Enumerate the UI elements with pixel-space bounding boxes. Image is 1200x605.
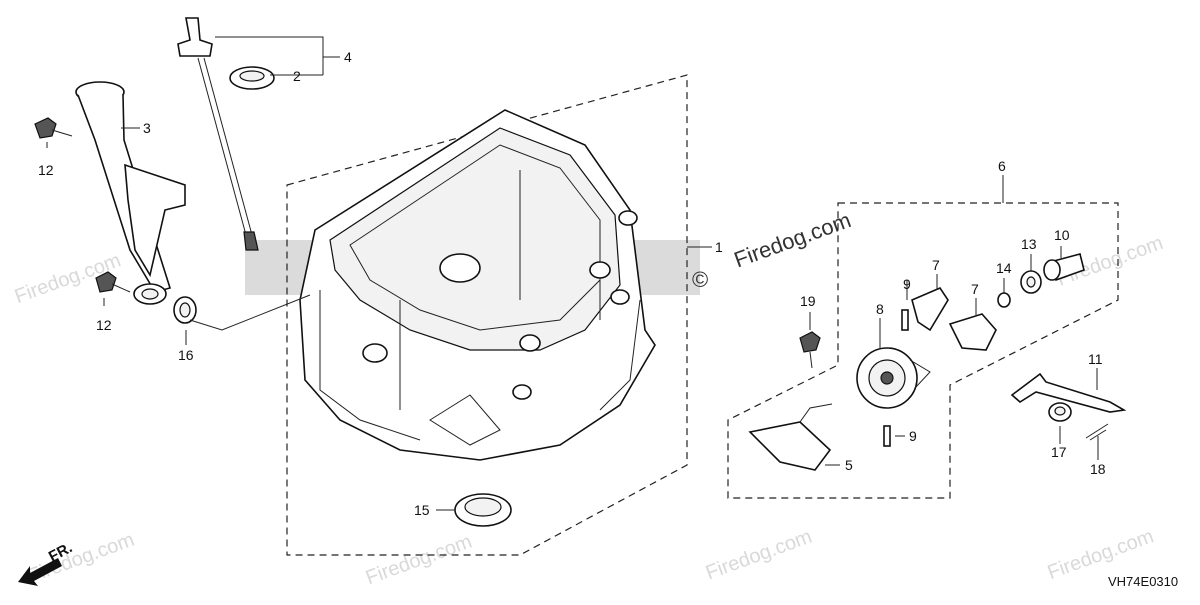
callout-19: 19: [800, 293, 816, 309]
watermark-text: Firedog.com: [703, 526, 815, 585]
callout-5: 5: [845, 457, 853, 473]
callout-15: 15: [414, 502, 430, 518]
callout-4: 4: [344, 49, 352, 65]
callout-12b: 12: [96, 317, 112, 333]
callout-2: 2: [293, 68, 301, 84]
callout-labels: 1 2 3 4 5 6 7 7 8 9 9 10 11 12 12 13 14 …: [38, 49, 1106, 518]
governor-weight-1: [911, 287, 949, 332]
callout-6: 6: [998, 158, 1006, 174]
watermark-text-dark: Firedog.com: [731, 207, 854, 272]
callout-13: 13: [1021, 236, 1037, 252]
governor-arm-11: [1010, 372, 1127, 413]
dipstick-o-ring: [229, 66, 275, 90]
leader-lines: [46, 36, 1099, 511]
washer-14: [997, 292, 1011, 308]
callout-3: 3: [143, 120, 151, 136]
governor-slider-10: [1043, 253, 1085, 282]
governor-holder: [748, 403, 833, 471]
governor-pin-2: [883, 425, 891, 447]
oil-filler-pipe: [75, 81, 186, 305]
washer-17: [1048, 402, 1072, 422]
flange-bolt-top: [34, 117, 73, 139]
callout-17: 17: [1051, 444, 1067, 460]
crankcase-cover: [299, 109, 656, 461]
callout-9b: 9: [909, 428, 917, 444]
callout-7a: 7: [932, 257, 940, 273]
case-group-border: [286, 74, 688, 556]
governor-pin-1: [901, 309, 909, 331]
pin-18: [1085, 423, 1109, 441]
callout-1: 1: [715, 239, 723, 255]
drawing-code: VH74E0310: [1108, 574, 1178, 589]
watermark-symbol: ©: [692, 267, 708, 292]
callout-12a: 12: [38, 162, 54, 178]
watermark-text: Firedog.com: [363, 531, 475, 590]
callout-11: 11: [1088, 351, 1103, 367]
governor-gear: [856, 347, 931, 409]
flange-bolt-bottom: [95, 271, 131, 293]
governor-weight-2: [948, 313, 997, 351]
callout-10: 10: [1054, 227, 1070, 243]
oil-seal: [454, 493, 512, 527]
filler-o-ring: [173, 296, 197, 324]
callout-9a: 9: [903, 276, 911, 292]
oil-dipstick: [177, 17, 259, 251]
washer-13: [1020, 270, 1042, 294]
callout-14: 14: [996, 260, 1012, 276]
callout-18: 18: [1090, 461, 1106, 477]
svg-text:©: ©: [692, 267, 708, 292]
callout-7b: 7: [971, 281, 979, 297]
governor-group-border: [727, 202, 1119, 499]
bolt-19: [799, 331, 821, 369]
callout-8: 8: [876, 301, 884, 317]
watermark-text: Firedog.com: [25, 529, 137, 588]
callout-16: 16: [178, 347, 194, 363]
